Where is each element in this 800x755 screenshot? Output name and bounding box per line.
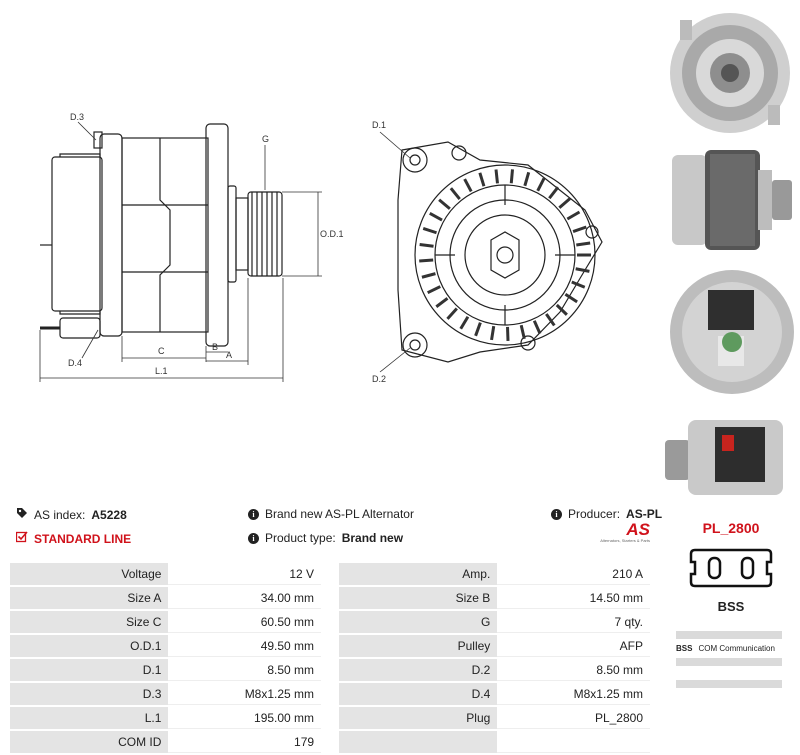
spec-label: G xyxy=(339,611,497,633)
spec-value: 8.50 mm xyxy=(497,659,650,681)
product-photo-rear[interactable] xyxy=(660,262,800,402)
spec-label: Plug xyxy=(339,707,497,729)
spec-label: Pulley xyxy=(339,635,497,657)
spec-value: 7 qty. xyxy=(497,611,650,633)
com-key: BSS xyxy=(676,644,692,653)
label-d2: D.2 xyxy=(372,374,386,384)
standard-line: STANDARD LINE xyxy=(16,531,131,546)
spec-label: D.4 xyxy=(339,683,497,705)
plug-name: PL_2800 xyxy=(676,520,786,536)
label-l1: L.1 xyxy=(155,366,168,376)
spec-label: L.1 xyxy=(10,707,168,729)
product-type-label: Product type: xyxy=(265,531,336,545)
label-od1: O.D.1 xyxy=(320,229,344,239)
plug-connector-icon xyxy=(689,546,773,590)
product-photo-side[interactable] xyxy=(660,140,800,260)
as-index: AS index: A5228 xyxy=(16,507,127,522)
spec-label: D.1 xyxy=(10,659,168,681)
producer-value: AS-PL xyxy=(626,507,662,521)
spec-value: 49.50 mm xyxy=(168,635,321,657)
producer-logo: AS Alternators, Starters & Parts xyxy=(584,522,650,544)
spec-value: 8.50 mm xyxy=(168,659,321,681)
label-a: A xyxy=(226,350,232,360)
spec-value: PL_2800 xyxy=(497,707,650,729)
product-photo-angled[interactable] xyxy=(660,405,800,505)
spec-label: Size C xyxy=(10,611,168,633)
spec-value: AFP xyxy=(497,635,650,657)
com-communication: BSS COM Communication xyxy=(676,628,782,691)
spec-label: Size B xyxy=(339,587,497,609)
spec-value: M8x1.25 mm xyxy=(497,683,650,705)
spec-label: COM ID xyxy=(10,731,168,753)
spec-value: 12 V xyxy=(168,563,321,585)
spec-label: Amp. xyxy=(339,563,497,585)
spec-value: 14.50 mm xyxy=(497,587,650,609)
spec-value: 210 A xyxy=(497,563,650,585)
spec-value xyxy=(497,731,650,753)
label-g: G xyxy=(262,134,269,144)
as-index-label: AS index: xyxy=(34,508,85,522)
logo-tagline: Alternators, Starters & Parts xyxy=(584,538,650,544)
producer-label: Producer: xyxy=(568,507,620,521)
spec-value: 34.00 mm xyxy=(168,587,321,609)
spec-label: D.3 xyxy=(10,683,168,705)
label-d4: D.4 xyxy=(68,358,82,368)
plug-panel: PL_2800 BSS xyxy=(676,520,786,614)
spec-value: 60.50 mm xyxy=(168,611,321,633)
description: i Brand new AS-PL Alternator xyxy=(248,507,414,521)
label-d3: D.3 xyxy=(70,112,84,122)
product-type-value: Brand new xyxy=(342,531,403,545)
spec-label: Size A xyxy=(10,587,168,609)
info-icon: i xyxy=(248,509,259,520)
com-value: COM Communication xyxy=(698,644,774,653)
info-icon: i xyxy=(551,509,562,520)
spec-label xyxy=(339,731,497,753)
standard-line-label: STANDARD LINE xyxy=(34,532,131,546)
spec-value: M8x1.25 mm xyxy=(168,683,321,705)
product-photo-front[interactable] xyxy=(660,5,800,140)
spec-label: Voltage xyxy=(10,563,168,585)
label-b: B xyxy=(212,342,218,352)
spec-value: 179 xyxy=(168,731,321,753)
spec-label: D.2 xyxy=(339,659,497,681)
as-index-value: A5228 xyxy=(91,508,126,522)
tag-icon xyxy=(16,507,28,522)
checkbox-icon xyxy=(16,531,28,546)
logo-text: AS xyxy=(584,522,650,538)
info-icon: i xyxy=(248,533,259,544)
label-d1: D.1 xyxy=(372,120,386,130)
description-text: Brand new AS-PL Alternator xyxy=(265,507,414,521)
connector-label: BSS xyxy=(676,599,786,614)
product-type: i Product type: Brand new xyxy=(248,531,403,545)
label-c: C xyxy=(158,346,165,356)
technical-drawing: D.3 D.4 G O.D.1 C B A L.1 D.1 D.2 xyxy=(0,0,660,500)
spec-value: 195.00 mm xyxy=(168,707,321,729)
spec-label: O.D.1 xyxy=(10,635,168,657)
producer: i Producer: AS-PL xyxy=(551,507,662,521)
